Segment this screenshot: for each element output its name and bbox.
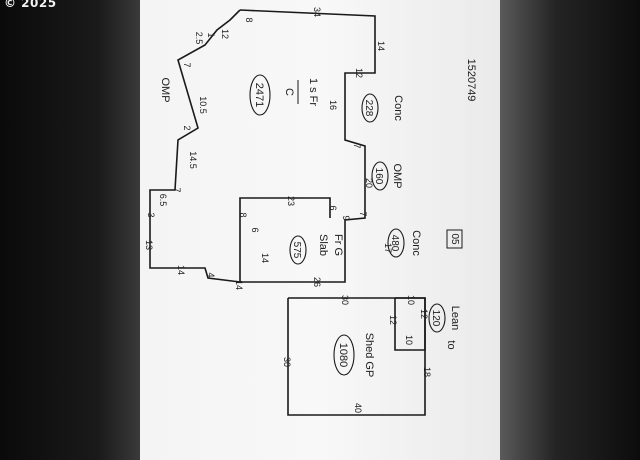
lean-to-label-line2: to xyxy=(445,340,457,349)
main-area-label-line2: C xyxy=(283,88,295,96)
dim-label: 12 xyxy=(388,315,398,325)
dim-label: 12 xyxy=(419,309,429,319)
frg-label-line2: Slab xyxy=(317,234,329,256)
shed-value: 1080 xyxy=(337,343,349,367)
dim-label: 1 xyxy=(206,32,216,37)
dim-label: 18 xyxy=(422,367,432,377)
omp-mid-bubble xyxy=(371,161,389,191)
dim-label: 3 xyxy=(146,212,156,217)
dim-label: 12 xyxy=(220,29,230,39)
shed-outline xyxy=(287,297,426,416)
conc-top-value: 228 xyxy=(363,100,374,117)
dim-label: 6.5 xyxy=(158,194,168,207)
dim-label: 13 xyxy=(144,240,154,250)
dim-label: 10 xyxy=(406,295,416,305)
copyright-watermark: © 2025 xyxy=(4,0,57,10)
conc-right-bubble xyxy=(387,228,405,258)
lean-to-value: 120 xyxy=(430,310,441,327)
conc-top-bubble xyxy=(361,93,379,123)
dim-label: 26 xyxy=(312,277,322,287)
dim-label: 30 xyxy=(340,295,350,305)
dim-label: 14.5 xyxy=(188,151,198,169)
main-area-value: 2471 xyxy=(253,83,265,107)
dim-label: 30 xyxy=(282,357,292,367)
dim-label: 7 xyxy=(182,62,192,67)
conc-top-label: Conc xyxy=(392,95,404,121)
dim-label: 40 xyxy=(353,403,363,413)
dimension-labels: 8 34 14 12 16 7 20 7 9 17 26 14 4 14 13 … xyxy=(144,7,432,413)
lean-to-label-line1: Lean xyxy=(449,306,461,330)
dim-label: 6 xyxy=(250,227,260,232)
dim-label: 14 xyxy=(260,253,270,263)
dim-label: 12 xyxy=(354,68,364,78)
dim-label: 4 xyxy=(206,272,216,277)
dim-label: 14 xyxy=(234,280,244,290)
garage-outline xyxy=(239,197,331,282)
dim-label: 16 xyxy=(328,100,338,110)
sketch-id-number: 1520749 xyxy=(465,59,477,102)
shed-bubble xyxy=(333,334,355,376)
dim-label: 2.5 xyxy=(194,32,204,45)
dim-label: 8 xyxy=(244,17,254,22)
dim-label: 17 xyxy=(383,243,393,253)
section-code: 05 xyxy=(449,233,460,245)
conc-right-label: Conc xyxy=(410,230,422,256)
omp-mid-label: OMP xyxy=(391,163,403,188)
main-area-bubble xyxy=(249,74,271,116)
dim-label: 2 xyxy=(182,125,192,130)
dim-label: 7 xyxy=(358,211,368,216)
omp-mid-value: 160 xyxy=(373,168,384,185)
dim-label: 9 xyxy=(341,215,351,220)
dim-label: 10 xyxy=(404,335,414,345)
main-area-label-line1: 1 s Fr xyxy=(307,78,319,106)
dim-label: 6 xyxy=(328,205,338,210)
paper-sheet xyxy=(140,0,500,460)
dim-label: 10.5 xyxy=(198,96,208,114)
dim-label: 34 xyxy=(312,7,322,17)
dim-label: 7 xyxy=(352,143,362,148)
dim-label: 14 xyxy=(376,41,386,51)
photo-background-left xyxy=(0,0,140,460)
shed-label: Shed GP xyxy=(363,333,375,378)
omp-left-label: OMP xyxy=(159,77,171,102)
conc-right-value: 480 xyxy=(389,235,400,252)
dim-label: 20 xyxy=(364,178,374,188)
frg-bubble xyxy=(289,235,307,265)
dim-label: 23 xyxy=(286,196,296,206)
house-outline xyxy=(149,9,376,283)
section-code-box xyxy=(446,229,463,249)
frg-label-line1: Fr G xyxy=(332,234,344,256)
frg-value: 575 xyxy=(291,242,302,259)
dim-label: 7 xyxy=(172,187,182,192)
lean-to-bubble xyxy=(428,303,446,333)
dim-label: 14 xyxy=(176,265,186,275)
dim-label: 8 xyxy=(238,212,248,217)
photo-background-right xyxy=(500,0,640,460)
